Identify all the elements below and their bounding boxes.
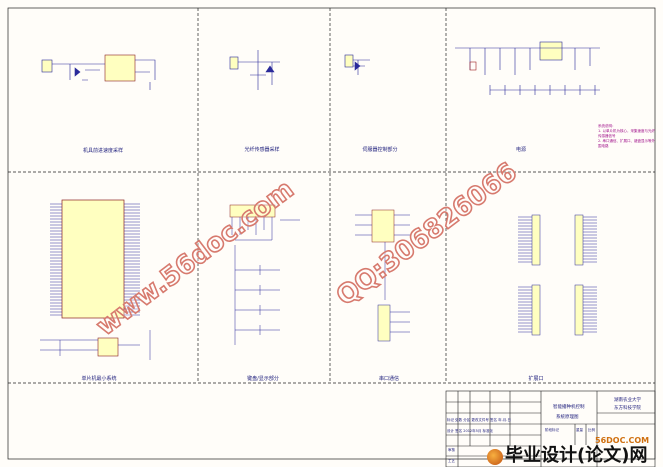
- power-circuit: [455, 41, 600, 95]
- section-label-speed-sampling: 机具前进速度采样: [82, 148, 124, 154]
- check-label: 审核: [448, 448, 455, 452]
- stage-label: 阶段标记: [545, 428, 559, 432]
- banner-orange-icon: [487, 449, 503, 465]
- scale-label: 比例: [588, 428, 595, 432]
- section-label-expansion: 扩展口: [528, 376, 544, 382]
- keyboard-display-circuit: [229, 204, 300, 345]
- sheet-border: [7, 7, 656, 460]
- craft-label: 工艺: [448, 459, 455, 463]
- college-name: 东方科技学院: [614, 406, 641, 411]
- drawing-title: 系统原理图: [556, 415, 579, 420]
- section-label-serial: 串口通信: [378, 376, 400, 382]
- banner-logo: 56DOC.COM: [595, 436, 650, 445]
- serial-circuit: [355, 209, 410, 342]
- project-title: 智能播种机控制: [553, 405, 585, 410]
- banner-text: 毕业设计(论文)网: [505, 445, 648, 466]
- servo-circuit: [344, 54, 370, 75]
- note-line: 系统说明：: [598, 124, 616, 128]
- revision-row: 标记 处数 分区 更改文件号 签名 年.月.日: [447, 418, 511, 422]
- note-line: 1. 以单片机为核心，采集速度与光纤传感器信号: [598, 129, 655, 138]
- note-line: 2. 串口通信、扩展口、键盘显示等外围电路: [598, 139, 655, 148]
- design-notes: 系统说明： 1. 以单片机为核心，采集速度与光纤传感器信号 2. 串口通信、扩展…: [598, 124, 656, 149]
- fiber-sensor-circuit: [229, 50, 280, 90]
- section-label-keyboard-display: 键盘/显示部分: [247, 376, 279, 382]
- section-dividers: [8, 8, 655, 384]
- mcu-circuit: [40, 199, 151, 360]
- weight-label: 重量: [576, 428, 583, 432]
- section-label-servo: 伺服器控制部分: [362, 147, 398, 153]
- expansion-circuit: [518, 214, 597, 336]
- speed-sampling-circuit: [41, 54, 156, 90]
- design-row: 设计 签名 2012年5月 标准化: [447, 429, 494, 433]
- title-block: [445, 390, 656, 467]
- school-name: 湖南农业大学: [614, 398, 641, 403]
- section-label-fiber-sensor: 光纤传感器采样: [244, 147, 280, 153]
- section-label-power: 电源: [515, 147, 527, 153]
- section-label-mcu: 单片机最小系统: [81, 376, 117, 382]
